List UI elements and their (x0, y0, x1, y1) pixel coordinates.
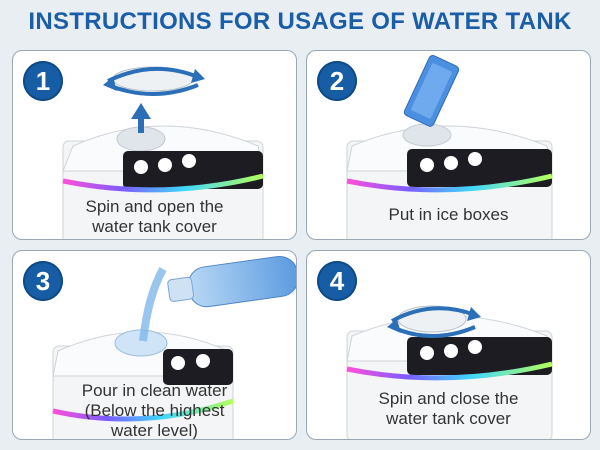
caption-line: water level) (111, 421, 198, 440)
water-bottle-icon (167, 255, 296, 308)
step-panel-3: 3 Pour in clean water (Below the highest… (12, 250, 297, 440)
caption-line: water tank cover (386, 409, 511, 428)
step-number-badge: 2 (317, 61, 357, 101)
step-panel-2: 2 Put in ice boxes (306, 50, 591, 240)
cooler-illustration (52, 255, 296, 439)
caption-line: Spin and close the (378, 389, 519, 408)
step-caption: Spin and close the water tank cover (307, 389, 590, 429)
step-caption: Put in ice boxes (307, 205, 590, 225)
cooler-illustration (346, 55, 553, 239)
page-title: INSTRUCTIONS FOR USAGE OF WATER TANK (28, 8, 572, 35)
caption-line: Put in ice boxes (388, 205, 509, 224)
caption-line: water tank cover (92, 217, 217, 236)
step-caption: Spin and open the water tank cover (13, 197, 296, 237)
caption-line: (Below the highest (84, 401, 225, 420)
caption-line: Spin and open the (85, 197, 224, 216)
cooler-illustration (346, 305, 553, 439)
step-caption: Pour in clean water (Below the highest w… (13, 381, 296, 440)
cooler-illustration (62, 66, 264, 239)
step-number-badge: 3 (23, 261, 63, 301)
step-panel-4: 4 Spin and close the water tank cover (306, 250, 591, 440)
step-panel-1: 1 Spin and open the water tank cover (12, 50, 297, 240)
caption-line: Pour in clean water (81, 381, 228, 400)
ice-box-icon (403, 55, 460, 127)
step-number-badge: 1 (23, 61, 63, 101)
step-number-badge: 4 (317, 261, 357, 301)
